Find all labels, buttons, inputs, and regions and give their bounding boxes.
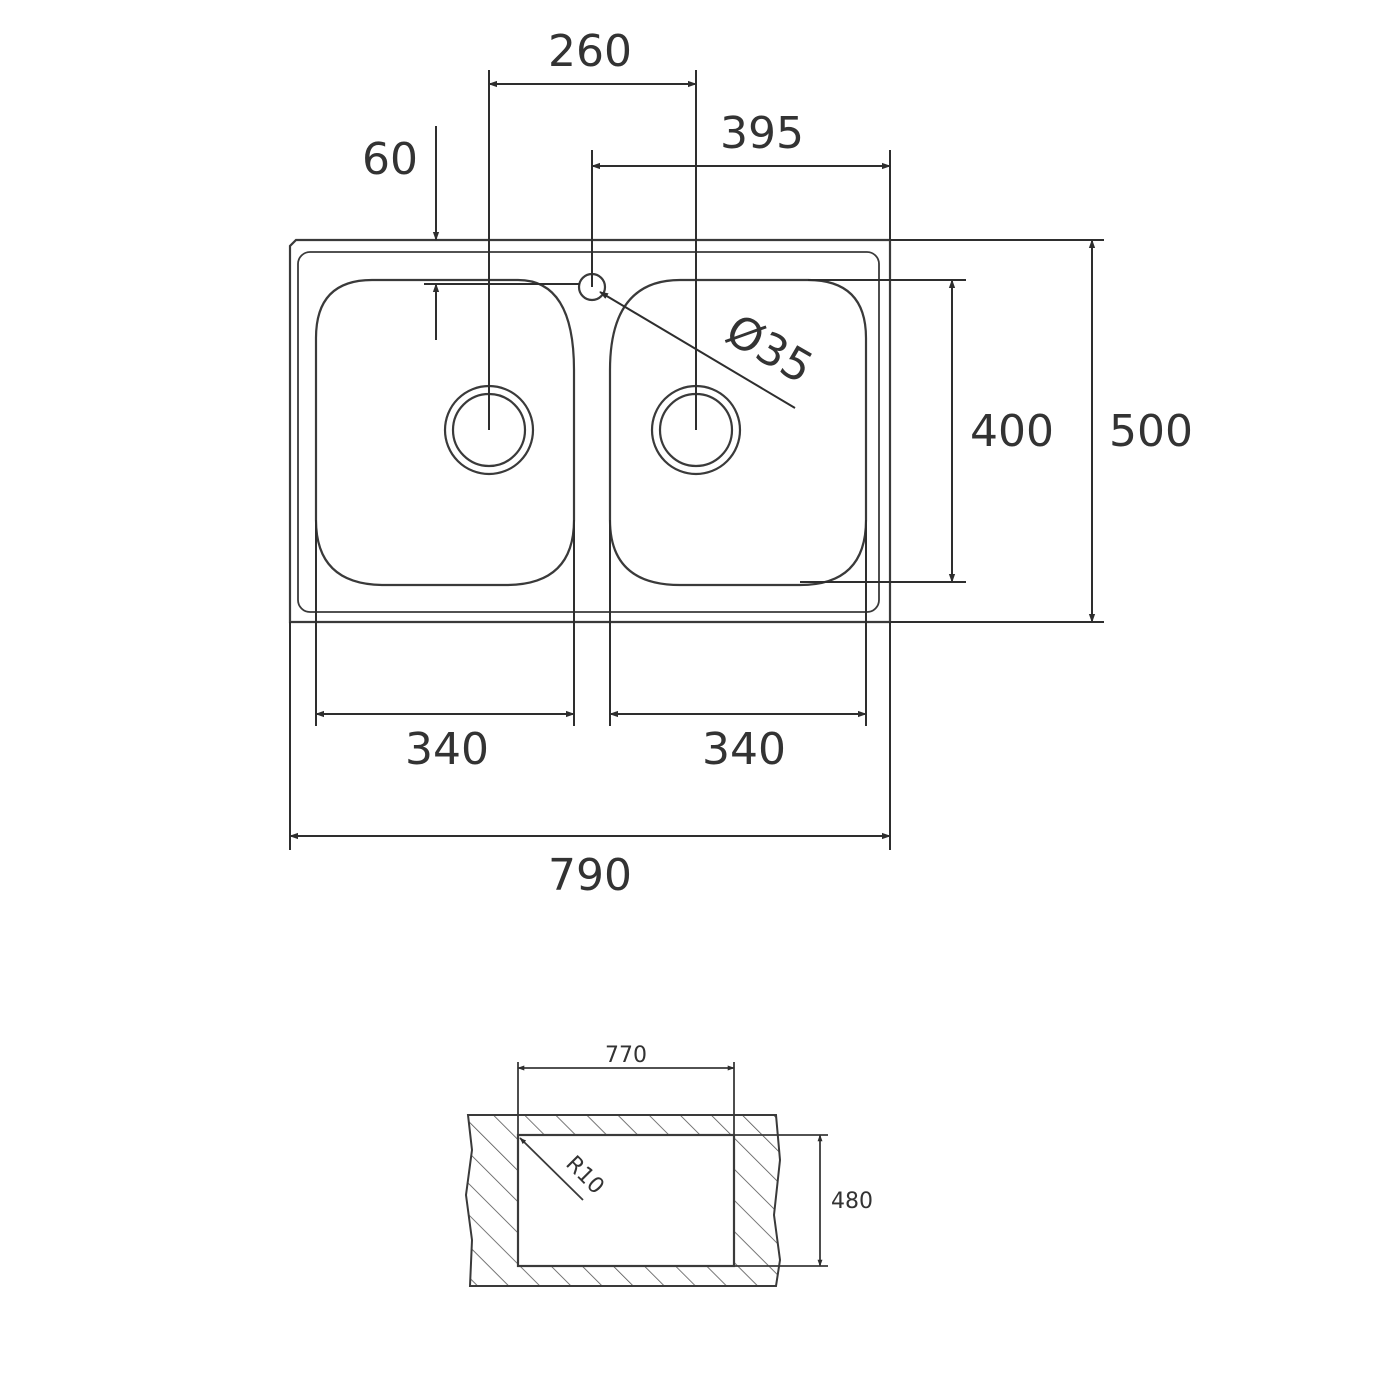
sink-top-view <box>288 238 892 624</box>
dim-tap-hole-diameter: Ø35 <box>599 291 821 409</box>
dim-tap-hole-diameter-label: Ø35 <box>717 305 821 394</box>
dim-overall-depth-label: 500 <box>1109 406 1193 457</box>
dim-tap-hole-offset-label: 395 <box>720 108 804 159</box>
dim-left-bowl-width-label: 340 <box>405 724 489 775</box>
dim-drain-spacing: 260 <box>488 26 697 430</box>
dim-bowl-depth-label: 400 <box>970 406 1054 457</box>
top-view-dimensions: 260 395 60 Ø35 400 <box>289 26 1193 901</box>
dim-overall-width: 790 <box>289 622 891 901</box>
dim-corner-radius: R10 <box>519 1137 609 1201</box>
dim-drain-spacing-label: 260 <box>548 26 632 77</box>
cutout-opening <box>516 1133 736 1268</box>
dim-cutout-depth: 480 <box>734 1134 873 1267</box>
dim-right-bowl-width: 340 <box>609 520 867 775</box>
dim-overall-width-label: 790 <box>548 850 632 901</box>
cutout-view: 770 480 R10 <box>464 1043 873 1287</box>
dim-right-bowl-width-label: 340 <box>702 724 786 775</box>
dim-edge-to-drain: 60 <box>362 126 580 340</box>
sink-inner-rim <box>297 251 880 613</box>
left-bowl <box>314 278 576 587</box>
dim-overall-depth: 500 <box>890 239 1193 623</box>
dim-cutout-depth-label: 480 <box>831 1189 873 1214</box>
dim-bowl-depth: 400 <box>800 279 1054 583</box>
dim-corner-radius-label: R10 <box>560 1151 608 1199</box>
dim-left-bowl-width: 340 <box>315 520 575 775</box>
dim-cutout-width: 770 <box>517 1043 735 1135</box>
dim-tap-hole-offset: 395 <box>591 108 891 287</box>
right-bowl <box>608 278 868 587</box>
dim-edge-to-drain-label: 60 <box>362 134 418 185</box>
dim-cutout-width-label: 770 <box>605 1043 647 1068</box>
sink-outer-frame <box>288 238 892 624</box>
